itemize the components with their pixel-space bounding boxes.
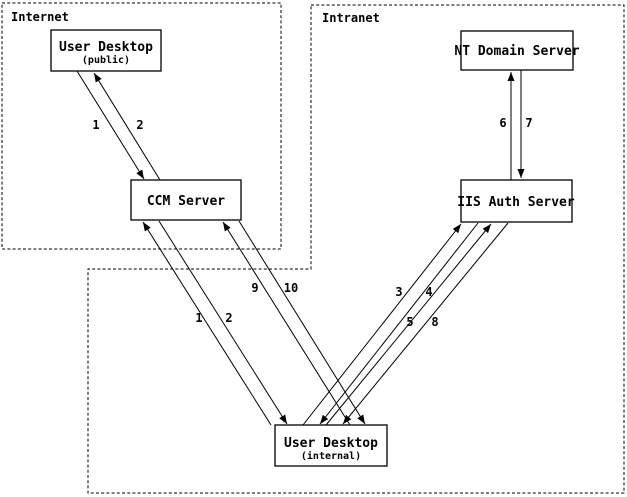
flow-label-10: 10 — [284, 281, 298, 295]
flow-arrow-9-internal-desktop-to-ccm — [222, 221, 351, 426]
flow-arrow-5-internal-desktop-to-iis — [325, 223, 492, 426]
node-ccm-server — [130, 179, 242, 221]
flow-label-2-bottom: 2 — [225, 311, 232, 325]
node-user-desktop-public — [50, 29, 162, 72]
flow-arrow-4-iis-to-internal-desktop — [319, 222, 479, 425]
flow-arrow-2-ccm-to-public-desktop — [93, 72, 161, 181]
flow-label-4: 4 — [425, 285, 432, 299]
user-desktop-public-title: User Desktop — [59, 40, 153, 55]
flow-label-5: 5 — [406, 315, 413, 329]
flow-label-2-top: 2 — [136, 118, 143, 132]
flow-label-7: 7 — [525, 116, 532, 130]
flow-arrow-10-ccm-to-internal-desktop — [238, 220, 366, 425]
internet-zone-border — [1, 2, 282, 250]
nt-domain-server-title: NT Domain Server — [454, 44, 579, 59]
flow-label-9: 9 — [251, 281, 258, 295]
user-desktop-public-subtitle: (public) — [82, 54, 130, 66]
flow-arrow-2-ccm-to-internal-desktop — [158, 220, 288, 425]
intranet-zone-border — [87, 4, 625, 494]
flow-label-1-top: 1 — [92, 118, 99, 132]
intranet-zone-label: Intranet — [322, 11, 380, 25]
node-user-desktop-internal — [274, 424, 388, 467]
flow-arrow-8-iis-to-internal-desktop — [342, 222, 509, 425]
flow-arrow-3-internal-desktop-to-iis — [302, 223, 462, 426]
iis-auth-server-title: IIS Auth Server — [457, 195, 575, 210]
flow-arrow-1-internal-desktop-to-ccm — [142, 221, 272, 426]
internet-zone-label: Internet — [11, 10, 69, 24]
ccm-server-title: CCM Server — [147, 194, 225, 209]
flow-label-1-bottom: 1 — [195, 311, 202, 325]
flow-label-3: 3 — [395, 285, 402, 299]
flow-arrow-1-public-desktop-to-ccm — [76, 70, 145, 180]
flow-label-8: 8 — [431, 315, 438, 329]
node-iis-auth-server — [460, 179, 573, 223]
user-desktop-internal-title: User Desktop — [284, 436, 378, 451]
user-desktop-internal-subtitle: (internal) — [301, 450, 361, 462]
node-nt-domain-server — [460, 30, 574, 71]
flow-label-6: 6 — [499, 116, 506, 130]
